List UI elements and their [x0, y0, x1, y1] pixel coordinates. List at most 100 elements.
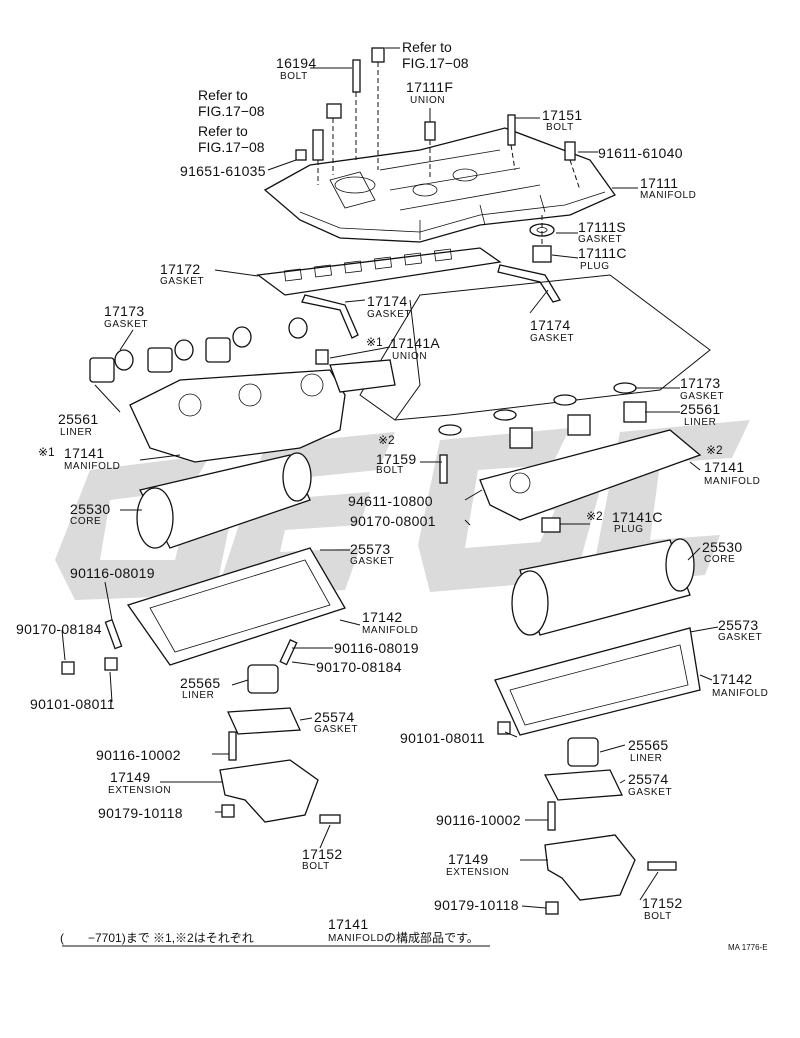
label-17111F-name: UNION	[410, 95, 446, 106]
footnote-text: ( −7701)まで ※1,※2はそれぞれ	[60, 931, 254, 945]
label-17141-right: 17141	[704, 459, 745, 475]
label-17151: 17151	[542, 107, 583, 123]
label-90116-08019-left: 90116-08019	[70, 565, 155, 581]
label-17142-left: 17142	[362, 609, 403, 625]
label-90170-08184-left: 90170-08184	[16, 621, 102, 637]
label-25573-left: 25573	[350, 541, 391, 557]
label-25574-right-name: GASKET	[628, 787, 673, 798]
label-17173-left-name: GASKET	[104, 319, 149, 330]
right-pan-drawing	[494, 627, 701, 736]
left-core-drawing	[136, 452, 312, 549]
label-25565-left: 25565	[180, 675, 221, 691]
top-bolts-drawing	[295, 47, 581, 191]
label-90101-08011-left: 90101-08011	[30, 696, 115, 712]
label-17111: 17111	[640, 175, 679, 191]
label-17173-left: 17173	[104, 303, 145, 319]
ref-1-line2: FIG.17−08	[402, 55, 469, 71]
label-25574-left-name: GASKET	[314, 724, 359, 735]
right-liners-drawing	[438, 382, 647, 449]
label-17174-upper: 17174	[367, 293, 408, 309]
star-2-bolt: ※2	[378, 433, 395, 447]
label-17159: 17159	[376, 451, 417, 467]
label-17141A: 17141A	[390, 335, 441, 351]
label-17149-right-name: EXTENSION	[446, 867, 510, 878]
label-17111F: 17111F	[406, 79, 454, 95]
label-17152-left-name: BOLT	[302, 861, 330, 872]
label-17173-right: 17173	[680, 375, 721, 391]
label-17141A-name: UNION	[392, 351, 428, 362]
label-91611-61040: 91611-61040	[598, 145, 683, 161]
label-17149-left-name: EXTENSION	[108, 785, 172, 796]
label-90170-08001: 90170-08001	[350, 513, 436, 529]
label-17174-right: 17174	[530, 317, 571, 333]
ref-3-line1: Refer to	[198, 123, 248, 139]
label-91651-61035: 91651-61035	[180, 163, 266, 179]
label-25530-left: 25530	[70, 501, 111, 517]
label-90116-08019-right: 90116-08019	[334, 640, 419, 656]
figure-code: MA 1776-E	[728, 943, 768, 952]
left-pan-drawing	[126, 547, 346, 666]
label-25561-left: 25561	[58, 411, 99, 427]
ref-2-line2: FIG.17−08	[198, 103, 265, 119]
star-2-plug: ※2	[586, 509, 603, 523]
label-17142-right-name: MANIFOLD	[712, 688, 769, 699]
label-16194: 16194	[276, 55, 317, 71]
label-25530-right: 25530	[702, 539, 743, 555]
label-17172: 17172	[160, 261, 201, 277]
ref-2-line1: Refer to	[198, 87, 248, 103]
label-17111C: 17111C	[578, 245, 627, 261]
label-25561-right-name: LINER	[684, 417, 717, 428]
right-core-drawing	[511, 538, 695, 636]
label-17141C-name: PLUG	[614, 524, 644, 535]
label-17141C: 17141C	[612, 509, 663, 525]
left-lower-parts-drawing	[61, 618, 341, 824]
label-17152-left: 17152	[302, 846, 343, 862]
label-17141-right-name: MANIFOLD	[704, 476, 761, 487]
label-17152-right: 17152	[642, 895, 683, 911]
label-17111-name: MANIFOLD	[640, 190, 697, 201]
left-liners-drawing	[89, 317, 308, 383]
label-17152-right-name: BOLT	[644, 911, 672, 922]
star-1-union: ※1	[366, 335, 383, 349]
label-17149-right: 17149	[448, 851, 489, 867]
label-25565-right: 25565	[628, 737, 669, 753]
right-lower-parts-drawing	[497, 721, 677, 915]
small-gasket-plug-drawing	[529, 215, 555, 263]
label-25573-left-name: GASKET	[350, 556, 395, 567]
watermark-logo	[55, 420, 750, 600]
upper-manifold-drawing	[263, 127, 616, 243]
label-25565-right-name: LINER	[630, 753, 663, 764]
footnote-manifold: MANIFOLD	[328, 933, 385, 944]
ref-1-line1: Refer to	[402, 39, 452, 55]
long-gasket-drawing	[256, 247, 502, 296]
label-25574-right: 25574	[628, 771, 669, 787]
ref-3-line2: FIG.17−08	[198, 139, 265, 155]
star-2-manifold: ※2	[706, 443, 723, 457]
left-manifold-drawing	[129, 349, 396, 463]
label-17111C-name: PLUG	[580, 261, 610, 272]
label-90116-10002-left: 90116-10002	[96, 747, 181, 763]
right-manifold-drawing	[439, 429, 702, 533]
label-17174-right-name: GASKET	[530, 333, 575, 344]
gasket-strips-drawing	[301, 264, 561, 339]
label-17141-left: 17141	[64, 445, 105, 461]
label-25530-left-name: CORE	[70, 516, 102, 527]
label-25530-right-name: CORE	[704, 554, 736, 565]
label-90101-08011-right: 90101-08011	[400, 730, 485, 746]
footnote-text-end: の構成部品です。	[384, 931, 479, 945]
label-17172-name: GASKET	[160, 276, 205, 287]
footnote-part-number: 17141	[328, 916, 369, 932]
label-17151-name: BOLT	[546, 122, 574, 133]
label-17149-left: 17149	[110, 769, 151, 785]
label-94611-10800: 94611-10800	[348, 493, 433, 509]
label-17111S: 17111S	[578, 219, 626, 235]
label-25573-right: 25573	[718, 617, 759, 633]
label-90170-08184-right: 90170-08184	[316, 659, 402, 675]
label-17173-right-name: GASKET	[680, 391, 725, 402]
label-25565-left-name: LINER	[182, 690, 215, 701]
label-16194-name: BOLT	[280, 71, 308, 82]
label-90179-10118-left: 90179-10118	[98, 805, 183, 821]
label-25561-left-name: LINER	[60, 427, 93, 438]
label-17174-upper-name: GASKET	[367, 309, 412, 320]
